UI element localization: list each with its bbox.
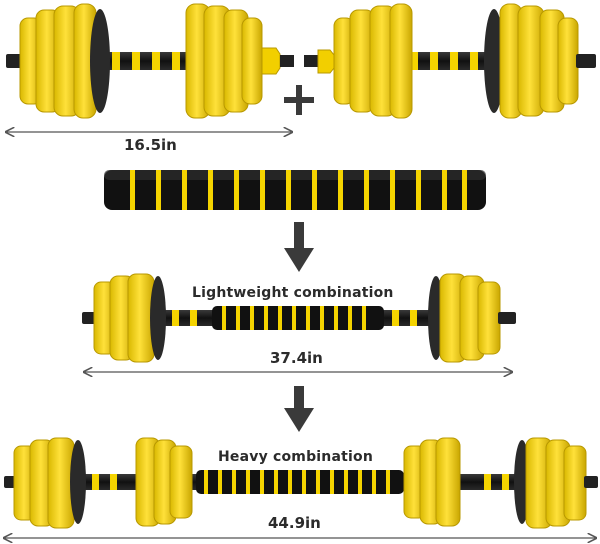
lightweight-length-label: 37.4in [270,349,323,367]
heavy-barbell [4,437,598,529]
lightweight-barbell [82,273,516,363]
dumbbell-right [304,3,596,119]
down-arrow-icon [284,222,314,272]
plus-icon [284,85,314,115]
heavy-combination-title: Heavy combination [218,449,374,465]
dumbbell-length-label: 16.5in [124,136,177,154]
down-arrow-icon [284,386,314,432]
lightweight-combination-title: Lightweight combination [192,285,394,301]
dumbbell-left [6,3,294,119]
connector-tube [104,170,486,210]
heavy-length-label: 44.9in [268,514,321,532]
